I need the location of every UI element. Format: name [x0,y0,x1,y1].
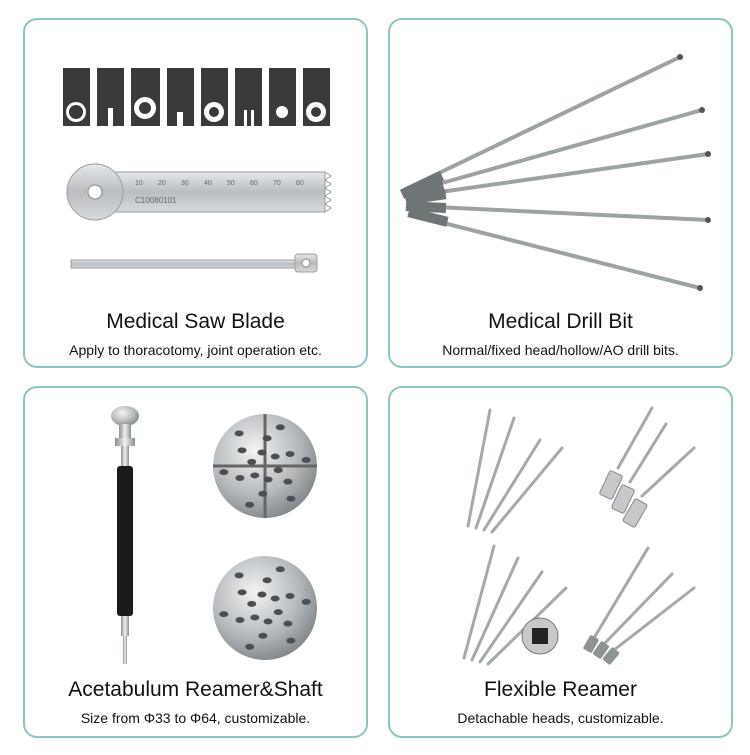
bit-group-bottom-left [462,544,568,666]
reamer-hole [301,598,311,605]
ruler-mark: 30 [181,180,189,187]
drill-bits-image [399,54,711,291]
reamer-hole [286,637,296,644]
reamer-hole [275,566,285,573]
reamer-hole [219,469,229,476]
card-title: Medical Drill Bit [488,310,633,333]
product-card-flexible-reamer: Flexible Reamer Detachable heads, custom… [388,386,733,738]
ruler-saw-blade: C10080101 10 20 30 40 50 60 70 80 [66,163,332,221]
ruler-mark: 10 [135,180,143,187]
reamer-hole [270,453,280,460]
long-narrow-blade [70,253,318,273]
bit-group-top-left [466,408,564,534]
ruler-mark: 70 [273,180,281,187]
card-subtitle: Normal/fixed head/hollow/AO drill bits. [442,342,679,358]
reamer-hole [234,430,244,437]
reamer-shaft [111,406,139,664]
card-subtitle: Apply to thoracotomy, joint operation et… [69,342,322,358]
ruler-mark: 50 [227,180,235,187]
reamer-hole [245,501,255,508]
reamer-hole [275,424,285,431]
ruler-mark: 20 [158,180,166,187]
reamer-hole [250,472,260,479]
dark-blades-row [63,68,330,126]
saw-blade-image: C10080101 10 20 30 40 50 60 70 80 [63,68,332,273]
reamer-hole [286,495,296,502]
reamer-head-top [213,414,317,518]
reamer-hole [219,611,229,618]
card-subtitle: Detachable heads, customizable. [457,710,664,726]
reamer-hole [262,435,272,442]
reamer-hole [247,458,257,465]
reamer-hole [283,620,293,627]
bit-group-top-right [599,406,696,528]
ruler-mark: 80 [296,180,304,187]
reamer-hole [237,447,247,454]
ruler-mark: 60 [250,180,258,187]
card-title: Flexible Reamer [484,678,637,701]
product-card-drill-bit: Medical Drill Bit Normal/fixed head/holl… [388,18,733,368]
card-subtitle: Size from Φ33 to Φ64, customizable. [80,710,311,726]
card-title: Acetabulum Reamer&Shaft [68,678,323,701]
reamer-hole [235,617,245,624]
reamer-hole [257,591,267,598]
reamer-hole [285,450,295,457]
reamer-hole [247,600,257,607]
reamer-hole [245,643,255,650]
reamer-hole [257,449,267,456]
ruler-engraving: C10080101 [135,196,177,205]
reamer-head-bottom [213,556,317,660]
reamer-hole [263,476,273,483]
reamer-hole [273,609,283,616]
reamer-hole [258,632,268,639]
reamer-hole [250,614,260,621]
ruler-mark: 40 [204,180,212,187]
reamer-hole [301,456,311,463]
reamer-hole [285,592,295,599]
card-title: Medical Saw Blade [106,310,285,333]
bit-group-bottom-right [583,546,696,665]
reamer-hole [262,577,272,584]
reamer-shaft-image [111,406,317,664]
product-card-saw-blade: C10080101 10 20 30 40 50 60 70 80 Medical Saw B… [23,18,368,368]
product-card-acetabulum-reamer: Acetabulum Reamer&Shaft Size from Φ33 to… [23,386,368,738]
reamer-hole [263,618,273,625]
reamer-hole [270,595,280,602]
reamer-hole [283,478,293,485]
flexible-reamer-image [462,406,696,666]
reamer-hole [237,589,247,596]
reamer-hole [234,572,244,579]
reamer-hole [258,490,268,497]
reamer-hole [273,467,283,474]
reamer-head-small [521,617,559,655]
reamer-hole [235,475,245,482]
